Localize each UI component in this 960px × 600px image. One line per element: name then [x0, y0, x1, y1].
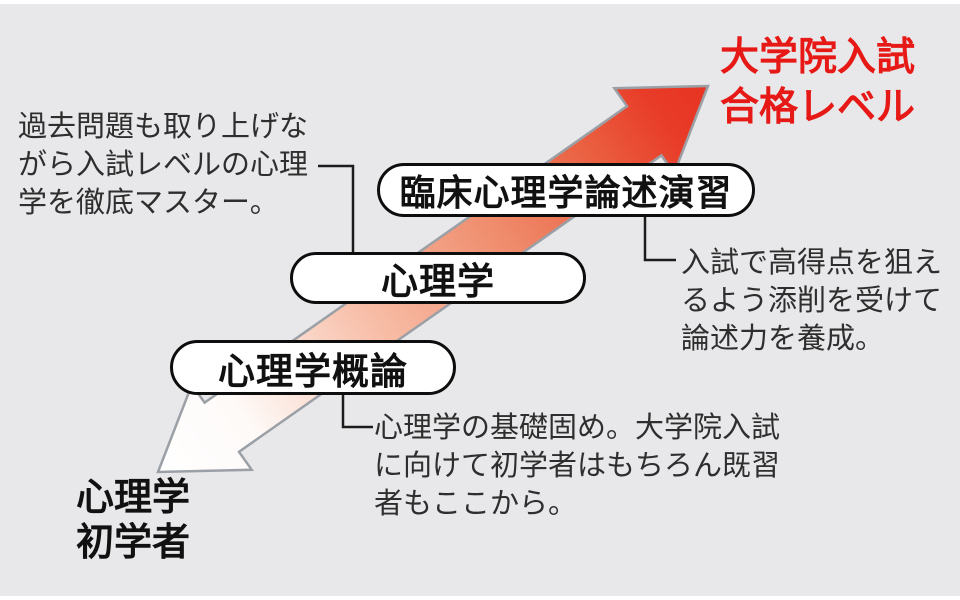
note-past-questions: 過去問題も取り上げな がら入試レベルの心理 学を徹底マスター。: [18, 108, 308, 222]
connector-intro-course-to-note: [341, 392, 373, 429]
note-line: がら入試レベルの心理: [18, 149, 309, 181]
goal-label-grad-exam-pass-level: 大学院入試 合格レベル: [720, 33, 915, 133]
connector-essay-course-to-note: [643, 214, 676, 262]
note-line: 心理学の基礎固め。大学院入試: [374, 412, 781, 444]
course-pill-psychology: 心理学: [290, 252, 586, 304]
course-pill-label: 臨床心理学論述演習: [399, 172, 733, 213]
goal-label-line: 合格レベル: [720, 86, 916, 129]
note-line: 入試で高得点を狙え: [681, 247, 943, 279]
note-line: 者もここから。: [374, 488, 578, 520]
connector-past-questions-to-psychology: [318, 164, 355, 252]
note-line: に向けて初学者はもちろん既習: [374, 450, 781, 482]
start-label-line: 初学者: [76, 522, 191, 564]
note-line: 論述力を養成。: [681, 323, 885, 355]
note-foundation: 心理学の基礎固め。大学院入試 に向けて初学者はもちろん既習 者もここから。: [374, 409, 780, 523]
bottom-margin-strip: [0, 596, 960, 600]
note-line: 過去問題も取り上げな: [18, 111, 309, 143]
start-label-line: 心理学: [76, 477, 191, 519]
course-pill-intro-psychology: 心理学概論: [170, 340, 456, 395]
course-pill-clinical-psychology-essay: 臨床心理学論述演習: [377, 163, 755, 217]
note-essay-training: 入試で高得点を狙え るよう添削を受けて 論述力を養成。: [681, 244, 942, 358]
goal-label-line: 大学院入試: [720, 36, 916, 79]
course-pill-label: 心理学: [381, 261, 495, 302]
note-line: るよう添削を受けて: [681, 285, 943, 317]
start-label-psychology-beginner: 心理学 初学者: [76, 476, 190, 566]
course-pill-label: 心理学概論: [218, 350, 408, 392]
top-margin-strip: [0, 0, 960, 4]
note-line: 学を徹底マスター。: [18, 187, 279, 219]
